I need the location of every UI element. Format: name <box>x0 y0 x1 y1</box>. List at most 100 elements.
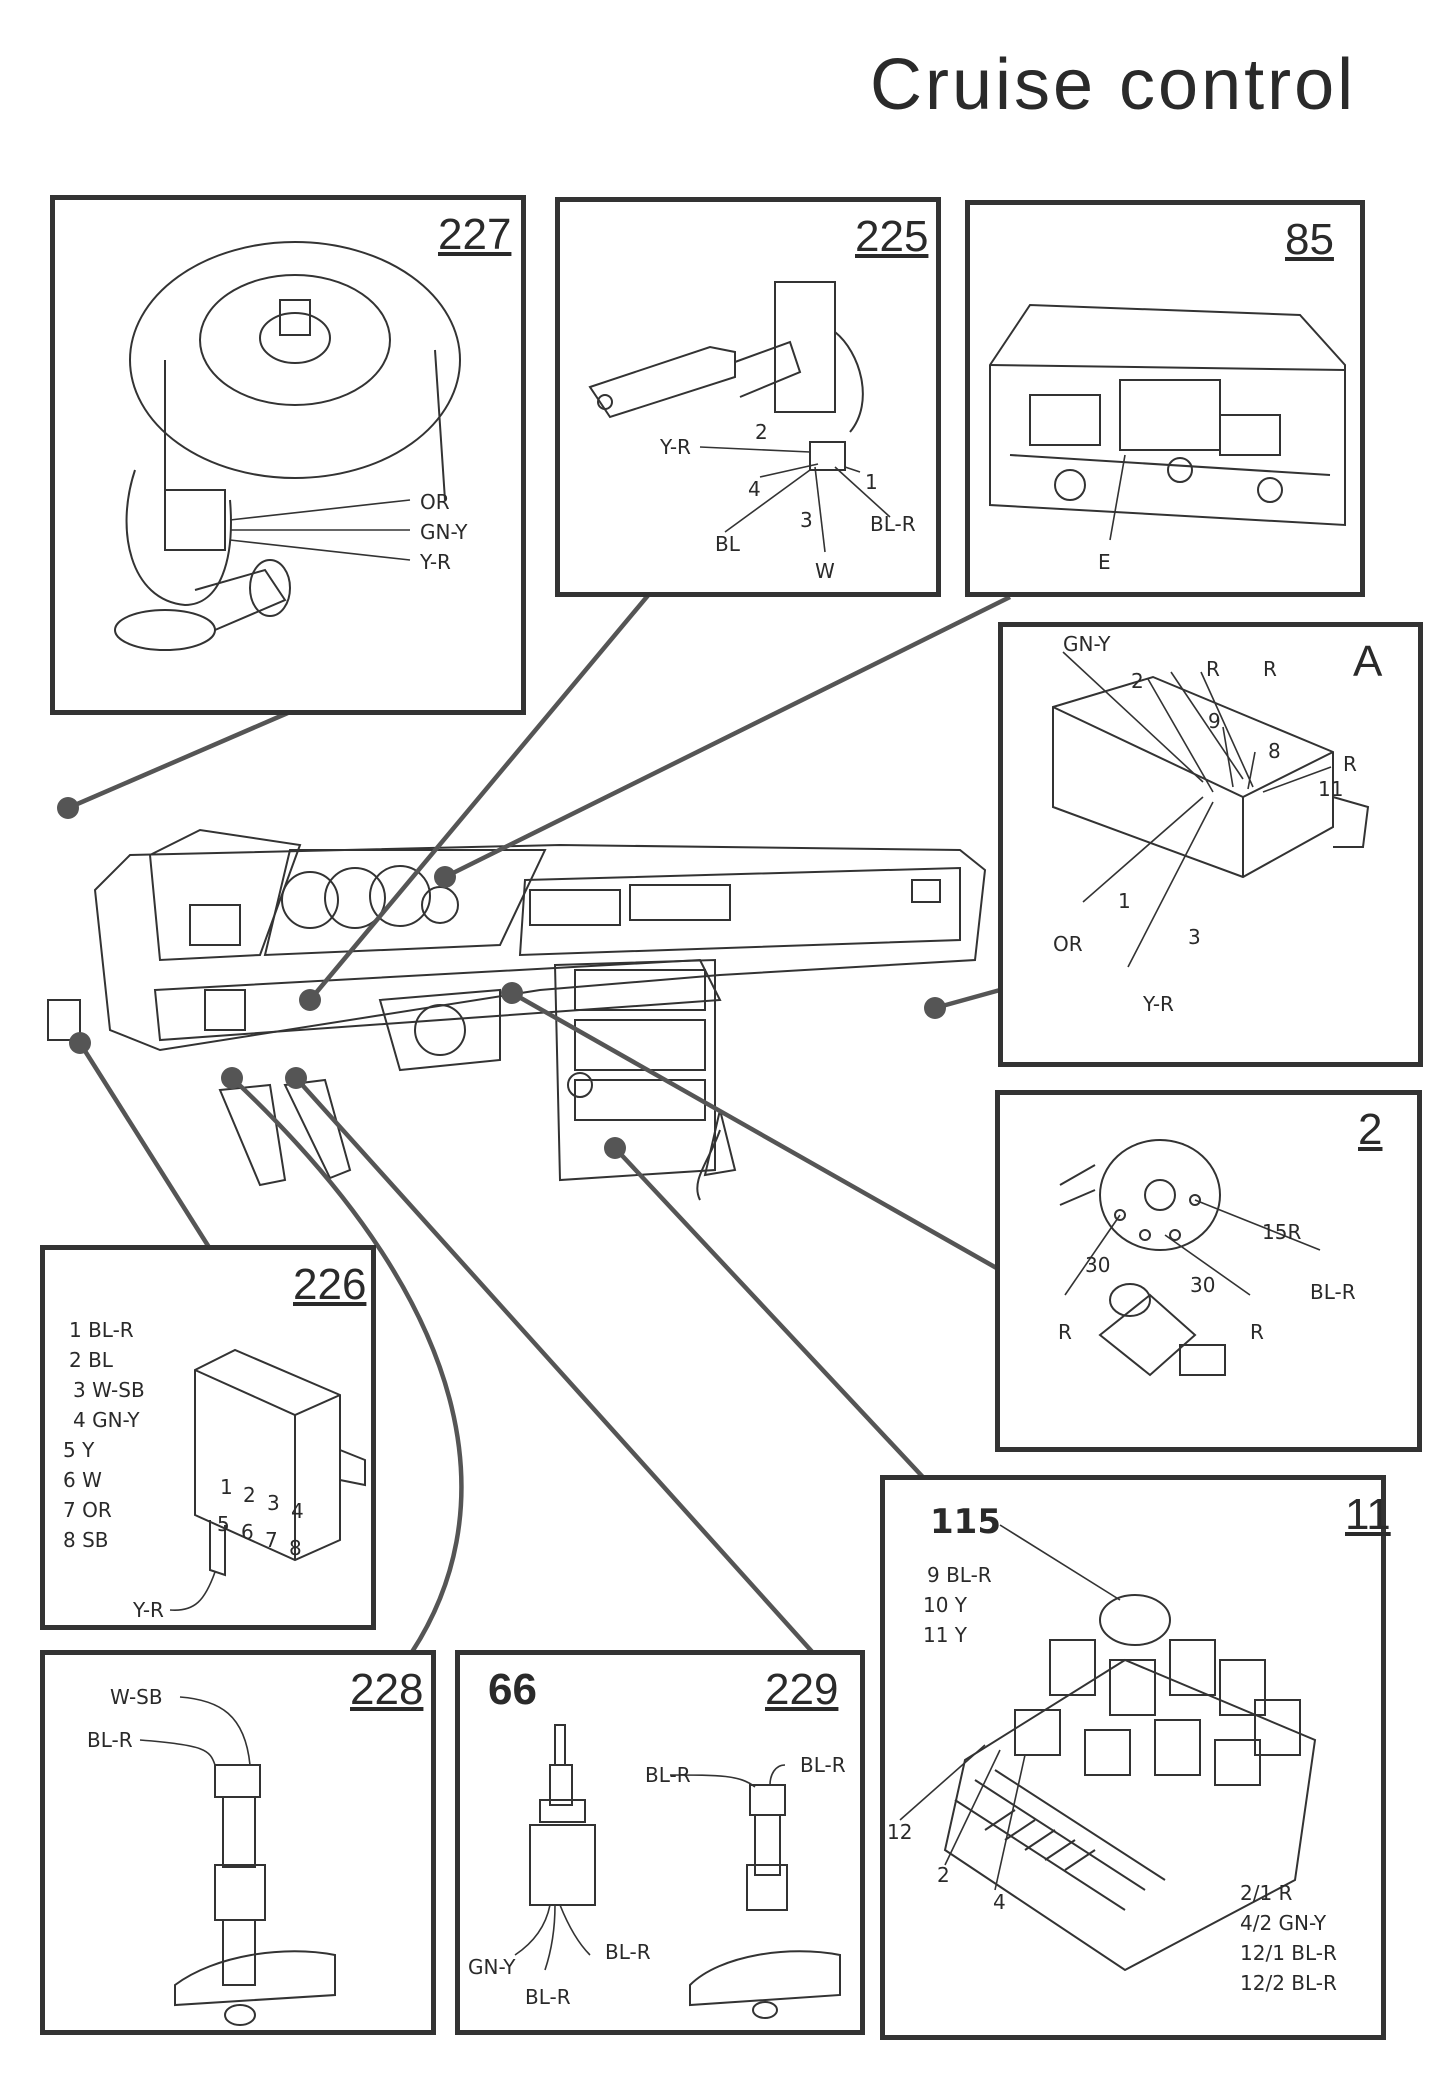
panel-number: 85 <box>1285 215 1334 264</box>
fuse-entry: 12/2 BL-R <box>1240 1971 1337 1995</box>
pin-label: 1 <box>865 470 878 494</box>
wire-label: BL <box>715 532 740 556</box>
dashboard-illustration <box>47 828 987 1201</box>
panel-number: 226 <box>293 1260 367 1309</box>
wire-label: R <box>1343 752 1357 776</box>
pin-label: 3 <box>1188 925 1201 949</box>
wire-label: OR <box>420 490 450 514</box>
panel-85: 85 E <box>965 200 1365 597</box>
fuse-label: 4 <box>993 1890 1006 1914</box>
panel-number: 2 <box>1358 1105 1383 1154</box>
pin-entry: 8 SB <box>63 1528 109 1552</box>
panel-A: A GN-Y 2 R R 9 8 R 11 1 OR 3 Y-R <box>998 622 1423 1067</box>
wire-label: BL-R <box>87 1728 133 1752</box>
panel-number: 229 <box>765 1665 839 1714</box>
steering-lock-illustration <box>114 241 461 651</box>
fuse-entry: 2/1 R <box>1240 1881 1293 1905</box>
pin-number: 1 <box>220 1475 233 1499</box>
wire-label: BL-R <box>605 1940 651 1964</box>
pin-number: 5 <box>217 1512 230 1536</box>
panel-226: 226 1 BL-R 2 BL 3 W-SB 4 GN-Y 5 Y 6 W 7 … <box>40 1245 376 1630</box>
panel-number-66: 66 <box>488 1665 537 1714</box>
relay-pin-list: 9 BL-R 10 Y 11 Y <box>923 1560 992 1650</box>
pin-entry: 3 W-SB <box>73 1378 145 1402</box>
wire-label: R <box>1250 1320 1264 1344</box>
wire-label: Y-R <box>660 435 691 459</box>
wire-label: OR <box>1053 932 1083 956</box>
pin-number: 6 <box>241 1520 254 1544</box>
panel-225: 225 Y-R 2 4 1 BL 3 BL-R W <box>555 197 941 597</box>
relay-pin-entry: 10 Y <box>923 1593 968 1617</box>
brake-switch-illustration <box>689 1784 841 2019</box>
pin-label: 11 <box>1318 777 1344 801</box>
wire-label: BL-R <box>525 1985 571 2009</box>
fuse-label: 12 <box>887 1820 913 1844</box>
connector-block-illustration <box>1052 675 1370 879</box>
wire-label: GN-Y <box>468 1955 516 1979</box>
relay-number: 115 <box>930 1502 1001 1542</box>
panel-11: 11 115 9 BL-R 10 Y 11 Y 12 2 4 2/1 R 4/2… <box>880 1475 1391 2040</box>
panel-228: 228 W-SB BL-R <box>40 1650 436 2035</box>
wire-label: BL-R <box>1310 1280 1356 1304</box>
panel-number: 228 <box>350 1665 424 1714</box>
pin-number: 3 <box>267 1491 280 1515</box>
relay-pin-entry: 9 BL-R <box>927 1563 992 1587</box>
pin-label: 4 <box>748 477 761 501</box>
wire-label: GN-Y <box>420 520 468 544</box>
wire-label: BL-R <box>870 512 916 536</box>
wire-label: GN-Y <box>1063 632 1111 656</box>
brake-switch-illustration <box>174 1764 336 2026</box>
relay-pin-entry: 11 Y <box>923 1623 968 1647</box>
panel-number: A <box>1353 637 1383 686</box>
fuse-list: 2/1 R 4/2 GN-Y 12/1 BL-R 12/2 BL-R <box>1240 1878 1337 1998</box>
pin-entry: 1 BL-R <box>69 1318 134 1342</box>
clutch-switch-illustration <box>529 1724 596 1906</box>
pin-label: 9 <box>1208 709 1221 733</box>
terminal-label: 30 <box>1085 1253 1111 1277</box>
ignition-switch-illustration <box>1059 1139 1226 1377</box>
pin-entry: 6 W <box>63 1468 102 1492</box>
fuse-entry: 4/2 GN-Y <box>1240 1911 1327 1935</box>
pin-label: 3 <box>800 508 813 532</box>
panel-227: 227 OR GN-Y Y-R <box>50 195 526 715</box>
pin-number: 8 <box>289 1536 302 1560</box>
panel-number: 225 <box>855 212 929 261</box>
wire-label: R <box>1263 657 1277 681</box>
wire-label: Y-R <box>133 1598 164 1622</box>
instrument-cluster-illustration <box>989 303 1346 527</box>
pin-label: 2 <box>755 420 768 444</box>
wire-label: W <box>815 559 835 583</box>
fuse-entry: 12/1 BL-R <box>1240 1941 1337 1965</box>
panel-number: 227 <box>438 210 512 259</box>
page-title: Cruise control <box>870 45 1357 125</box>
pin-number: 7 <box>265 1528 278 1552</box>
terminal-label: 30 <box>1190 1273 1216 1297</box>
pin-label: 1 <box>1118 889 1131 913</box>
cruise-switch-illustration <box>588 281 864 471</box>
wire-label: Y-R <box>1143 992 1174 1016</box>
pin-entry: 5 Y <box>63 1438 95 1462</box>
wire-label: W-SB <box>110 1685 163 1709</box>
pin-label: 2 <box>1131 669 1144 693</box>
wire-label: R <box>1058 1320 1072 1344</box>
connector-label: E <box>1098 550 1111 574</box>
pin-entry: 4 GN-Y <box>73 1408 140 1432</box>
panel-229: 66 229 BL-R BL-R GN-Y BL-R BL-R <box>455 1650 865 2035</box>
pin-number: 4 <box>291 1499 304 1523</box>
fuse-label: 2 <box>937 1863 950 1887</box>
wire-label: Y-R <box>420 550 451 574</box>
pin-entry: 7 OR <box>63 1498 112 1522</box>
panel-number: 11 <box>1345 1490 1391 1539</box>
pin-list: 1 BL-R 2 BL 3 W-SB 4 GN-Y 5 Y 6 W 7 OR 8… <box>63 1315 145 1555</box>
wire-label: R <box>1206 657 1220 681</box>
pin-label: 8 <box>1268 739 1281 763</box>
control-module-illustration <box>194 1348 366 1577</box>
terminal-label: 15R <box>1262 1220 1302 1244</box>
wire-label: BL-R <box>645 1763 691 1787</box>
panel-2: 2 15R 30 BL-R 30 R R <box>995 1090 1422 1452</box>
fuse-relay-box-illustration <box>943 1594 1317 1972</box>
wire-label: BL-R <box>800 1753 846 1777</box>
pin-number: 2 <box>243 1483 256 1507</box>
pin-entry: 2 BL <box>69 1348 113 1372</box>
